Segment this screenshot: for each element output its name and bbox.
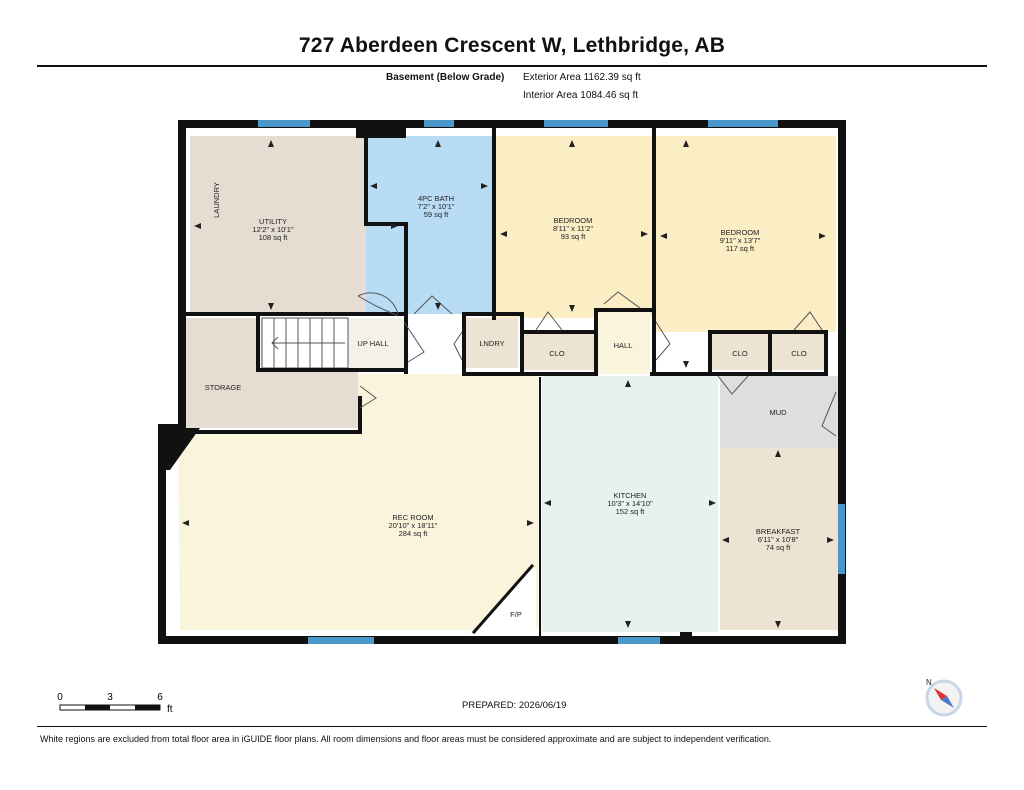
breakfast-area: 74 sq ft [766, 543, 792, 552]
scale-bar: 0 3 6 ft [57, 692, 173, 715]
staircase [261, 317, 349, 369]
breakfast-room [720, 448, 838, 630]
hall-label: HALL [614, 341, 633, 350]
mud-label: MUD [769, 408, 787, 417]
kitchen-dims: 10'3" x 14'10" [607, 499, 653, 508]
rec-dims: 20'10" x 18'11" [389, 521, 438, 530]
clo2-label: CLO [732, 349, 748, 358]
breakfast-dims: 6'11" x 10'8" [758, 535, 799, 544]
bedroom2-area: 117 sq ft [726, 244, 755, 253]
corner-block [160, 428, 200, 470]
dimension-arrows [182, 140, 834, 628]
lndry-label: LNDRY [479, 339, 504, 348]
fireplace [474, 568, 536, 640]
column [680, 632, 692, 642]
bath-name: 4PC BATH [418, 194, 454, 203]
bedroom2-name: BEDROOM [721, 228, 760, 237]
laundry-label: LAUNDRY [212, 182, 221, 218]
footer-divider [37, 726, 987, 727]
kitchen-room [542, 376, 718, 632]
clo3-label: CLO [791, 349, 807, 358]
lndry-room [466, 318, 518, 368]
rec-name: REC ROOM [392, 513, 433, 522]
rec-area: 284 sq ft [399, 529, 429, 538]
disclaimer-text: White regions are excluded from total fl… [40, 734, 772, 744]
fp-label: F/P [510, 610, 522, 619]
breakfast-name: BREAKFAST [756, 527, 801, 536]
interior-area: Interior Area 1084.46 sq ft [523, 90, 639, 101]
bedroom1-dims: 8'11" x 11'2" [553, 224, 593, 233]
bedroom1-name: BEDROOM [554, 216, 593, 225]
level-label: Basement (Below Grade) [386, 72, 505, 83]
hall [598, 312, 650, 374]
rec-room [178, 374, 538, 630]
compass-icon: N [925, 678, 963, 717]
utility-dims: 12'2" x 10'1" [252, 225, 293, 234]
kitchen-area: 152 sq ft [616, 507, 646, 516]
bedroom-1 [496, 136, 652, 318]
bedroom-2 [656, 136, 836, 332]
windows [258, 120, 845, 644]
utility-name: UTILITY [259, 217, 287, 226]
prepared-date: PREPARED: 2026/06/19 [462, 700, 567, 711]
plan-title: 727 Aberdeen Crescent W, Lethbridge, AB [298, 34, 726, 57]
clo-2 [712, 334, 768, 370]
clo1-label: CLO [549, 349, 565, 358]
bedroom1-area: 93 sq ft [561, 232, 587, 241]
scale-tick-0: 0 [57, 692, 63, 703]
compass-label: N [926, 678, 932, 687]
door-swings [357, 291, 837, 437]
bedroom2-dims: 9'11" x 13'7" [720, 236, 761, 245]
utility-area: 108 sq ft [259, 233, 289, 242]
mud-room [720, 376, 838, 448]
clo-1 [522, 334, 594, 370]
scale-unit: ft [167, 704, 173, 715]
exterior-area: Exterior Area 1162.39 sq ft [523, 72, 641, 83]
clo-3 [772, 334, 826, 370]
bath-area: 59 sq ft [424, 210, 450, 219]
storage-label: STORAGE [205, 383, 242, 392]
scale-tick-3: 3 [107, 692, 113, 703]
kitchen-name: KITCHEN [614, 491, 647, 500]
scale-tick-6: 6 [157, 692, 163, 703]
up-hall-label: UP HALL [357, 339, 388, 348]
header-divider [37, 65, 987, 67]
bath-dims: 7'2" x 10'1" [418, 202, 455, 211]
